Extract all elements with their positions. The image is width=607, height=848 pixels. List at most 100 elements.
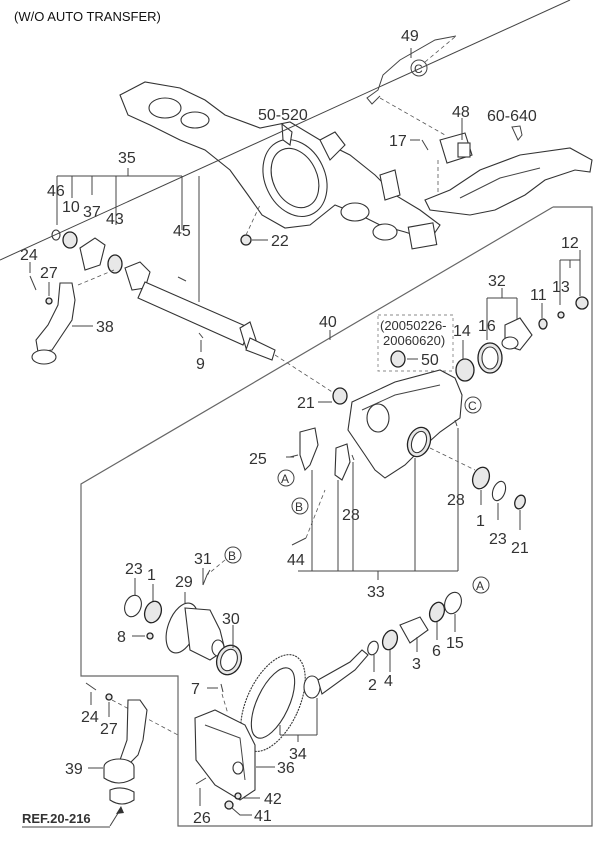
label-27-top: 27 — [40, 265, 58, 282]
label-41: 41 — [254, 808, 272, 825]
assembly-outline — [80, 206, 593, 827]
ref-arrow-icon — [116, 806, 124, 814]
part-22-nut — [240, 234, 252, 246]
part-4-bearing — [381, 629, 399, 651]
label-32: 32 — [488, 273, 506, 290]
part-50-seal — [390, 350, 406, 368]
label-45: 45 — [173, 223, 191, 240]
part-38-bracket — [35, 282, 76, 353]
label-26: 26 — [193, 810, 211, 827]
part-23-shim-right — [491, 480, 507, 502]
label-1-right: 1 — [476, 513, 485, 530]
part-45-pin — [177, 276, 187, 282]
part-8-bolt — [146, 632, 154, 640]
callout-B-diff-label: B — [228, 549, 236, 563]
label-21-right: 21 — [511, 540, 529, 557]
part-driveshaft — [124, 261, 276, 361]
label-43: 43 — [106, 211, 124, 228]
part-27-nut-bottom — [105, 693, 113, 701]
label-50: 50 — [421, 352, 439, 369]
part-15-washer — [444, 591, 462, 615]
part-13-washer — [557, 311, 565, 319]
label-24-top: 24 — [20, 247, 38, 264]
callout-A-pinion — [472, 576, 490, 594]
part-38-bushing — [31, 349, 57, 365]
label-37: 37 — [83, 204, 101, 221]
part-31-pin — [202, 569, 211, 586]
part-11-seal — [538, 318, 548, 330]
label-2: 2 — [368, 677, 377, 694]
label-16: 16 — [478, 318, 496, 335]
part-43-bearing — [107, 254, 123, 274]
callout-B-carrier — [291, 497, 309, 515]
label-25: 25 — [249, 451, 267, 468]
label-30: 30 — [222, 611, 240, 628]
part-21-seal-right — [514, 494, 526, 510]
part-27-nut-top — [45, 297, 53, 305]
part-1-bearing-left — [143, 600, 163, 624]
label-24-bottom: 24 — [81, 709, 99, 726]
label-44: 44 — [287, 552, 305, 569]
axle-housing — [119, 81, 441, 250]
callout-A-carrier-label: A — [281, 472, 289, 486]
label-39: 39 — [65, 761, 83, 778]
part-21-seal-top — [332, 387, 348, 405]
label-14: 14 — [453, 323, 471, 340]
label-6: 6 — [432, 643, 441, 660]
label-46: 46 — [47, 183, 65, 200]
callout-A-pinion-label: A — [476, 579, 484, 593]
date-range-line2: 20060620) — [383, 333, 445, 348]
date-range-box — [377, 314, 454, 372]
callout-A-carrier — [277, 469, 295, 487]
label-28-left: 28 — [342, 507, 360, 524]
part-14-oil-seal — [455, 358, 475, 382]
label-13: 13 — [552, 279, 570, 296]
label-50-520: 50-520 — [258, 107, 308, 124]
part-49-wire — [366, 35, 457, 105]
label-10: 10 — [62, 199, 80, 216]
part-10-seal — [62, 231, 78, 249]
label-15: 15 — [446, 635, 464, 652]
part-2-spacer — [367, 640, 379, 656]
label-3: 3 — [412, 656, 421, 673]
label-1-left: 1 — [147, 567, 156, 584]
diagram-title: (W/O AUTO TRANSFER) — [14, 9, 161, 24]
label-27-bottom: 27 — [100, 721, 118, 738]
part-12-nut — [575, 296, 589, 310]
part-37-flange — [79, 237, 106, 271]
callout-B-carrier-label: B — [295, 500, 303, 514]
label-28-right: 28 — [447, 492, 465, 509]
part-29-diff-case — [165, 602, 226, 661]
label-60-640: 60-640 — [487, 108, 537, 125]
part-9-pin — [198, 332, 204, 339]
ref-mount-bushing — [109, 787, 135, 805]
part-44-bolt — [291, 537, 307, 546]
part-1-bearing-right — [471, 466, 491, 490]
reference-label[interactable]: REF.20-216 — [22, 811, 91, 826]
part-41-plug — [224, 800, 234, 810]
part-34-ring-pinion-gear — [240, 649, 369, 752]
label-9: 9 — [196, 356, 205, 373]
label-33: 33 — [367, 584, 385, 601]
part-36-rear-cover — [194, 709, 256, 801]
label-8: 8 — [117, 629, 126, 646]
label-38: 38 — [96, 319, 114, 336]
callout-C-carrier — [464, 396, 482, 414]
callout-C-carrier-label: C — [468, 399, 477, 413]
part-26-bolt — [195, 777, 207, 785]
label-48: 48 — [452, 104, 470, 121]
part-42-washer — [234, 792, 242, 800]
part-39-bracket — [119, 699, 148, 769]
label-35: 35 — [118, 150, 136, 167]
label-42: 42 — [264, 791, 282, 808]
part-60-640-frame — [424, 147, 593, 216]
callout-C-top — [410, 59, 428, 77]
part-3-collapsible-spacer — [399, 616, 429, 644]
part-17-bolt — [421, 139, 429, 151]
label-31: 31 — [194, 551, 212, 568]
part-24-bolt-top — [29, 275, 37, 291]
label-23-right: 23 — [489, 531, 507, 548]
label-21-top: 21 — [297, 395, 315, 412]
label-12: 12 — [561, 235, 579, 252]
